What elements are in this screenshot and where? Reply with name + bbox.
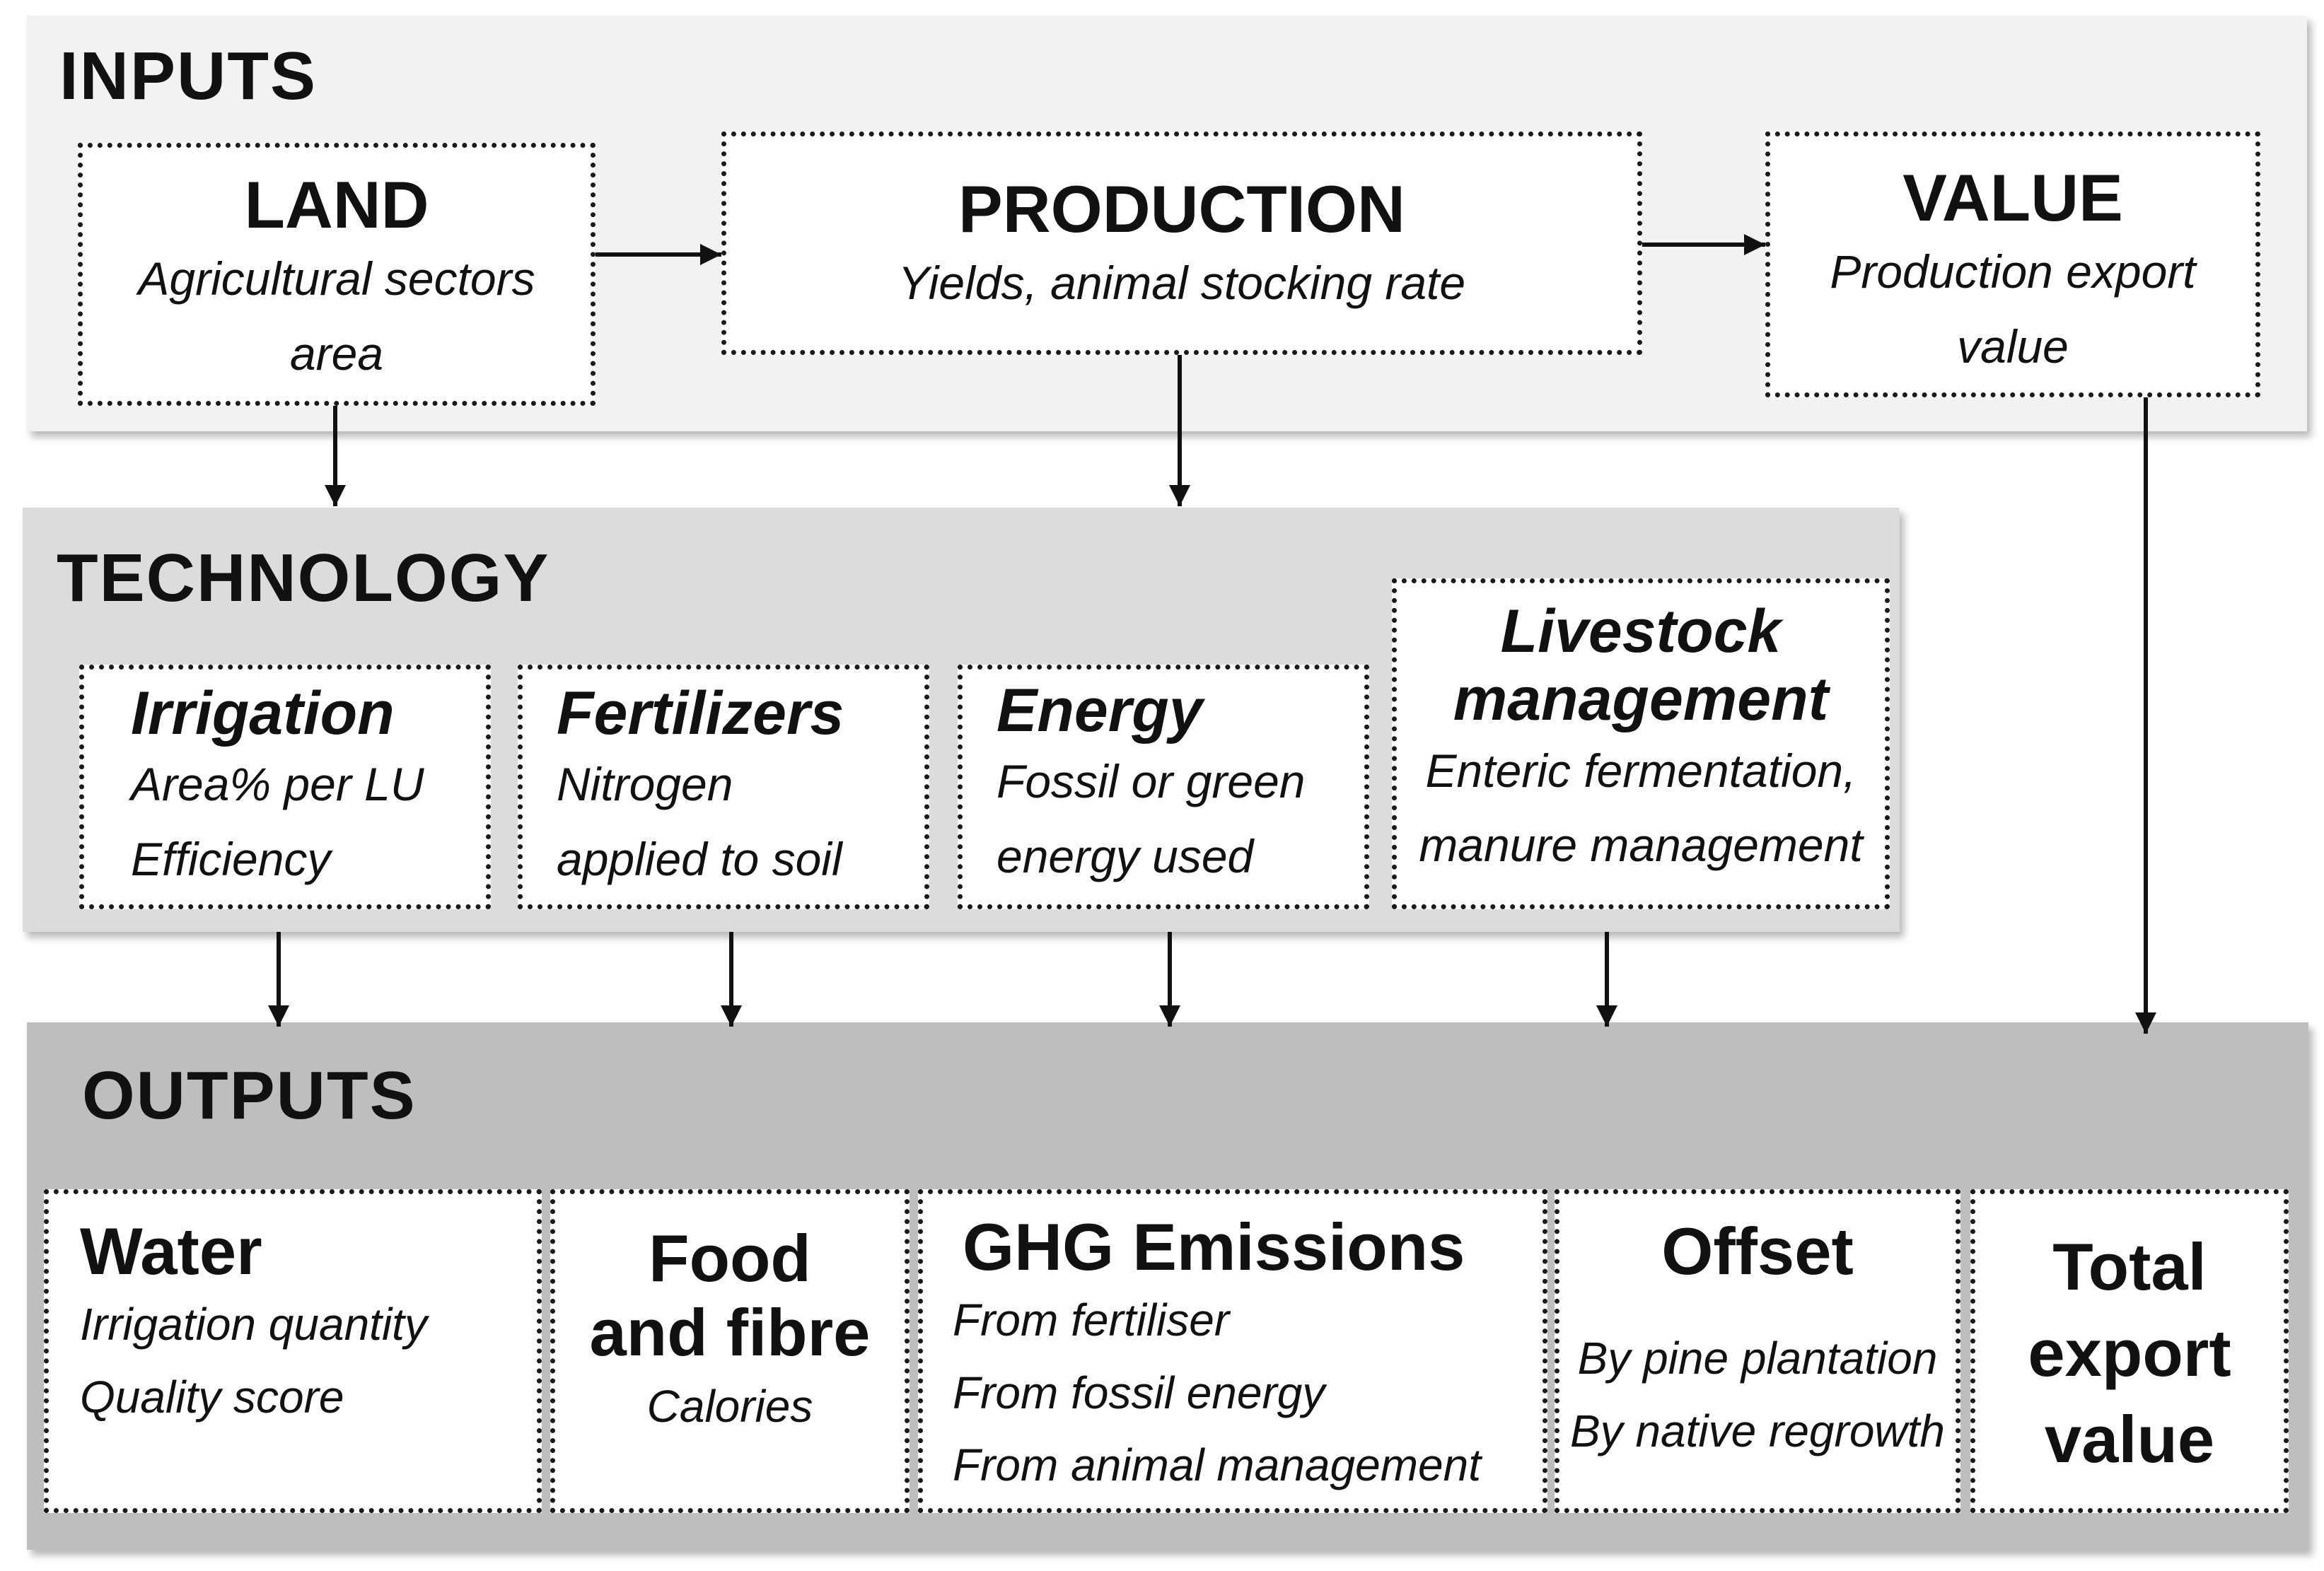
- fertilizers-box: Fertilizers Nitrogen applied to soil: [518, 665, 929, 909]
- offset-desc-line-2: By native regrowth: [1569, 1405, 1946, 1456]
- total-export-value-box: Total export value: [1970, 1189, 2289, 1513]
- value-desc-line-1: Production export: [1830, 245, 2196, 298]
- land-desc-line-2: area: [289, 327, 384, 380]
- offset-title: Offset: [1661, 1214, 1854, 1288]
- energy-desc-line-2: energy used: [997, 829, 1254, 882]
- irrigation-desc-line-1: Area% per LU: [131, 758, 424, 811]
- technology-section-title: TECHNOLOGY: [57, 540, 550, 616]
- livestock-title-line-2: management: [1453, 665, 1829, 734]
- outputs-section-title: OUTPUTS: [82, 1058, 417, 1133]
- value-desc-line-2: value: [1957, 320, 2069, 373]
- production-desc: Yields, animal stocking rate: [897, 257, 1466, 310]
- offset-box: Offset By pine plantation By native regr…: [1555, 1189, 1960, 1513]
- ghg-desc-line-3: From animal management: [953, 1439, 1481, 1491]
- water-desc-line-1: Irrigation quantity: [80, 1299, 427, 1350]
- water-box: Water Irrigation quantity Quality score: [44, 1189, 542, 1513]
- total-title-line-1: Total: [2052, 1230, 2207, 1304]
- ghg-emissions-box: GHG Emissions From fertiliser From fossi…: [918, 1189, 1547, 1513]
- inputs-section-title: INPUTS: [59, 38, 318, 114]
- energy-box: Energy Fossil or green energy used: [958, 665, 1369, 909]
- ghg-desc-line-1: From fertiliser: [953, 1295, 1230, 1346]
- energy-title: Energy: [997, 677, 1203, 744]
- land-desc-line-1: Agricultural sectors: [138, 252, 535, 305]
- irrigation-title: Irrigation: [131, 679, 395, 747]
- total-title-line-3: value: [2044, 1402, 2215, 1477]
- water-title: Water: [80, 1214, 262, 1288]
- livestock-management-box: Livestock management Enteric fermentatio…: [1392, 578, 1890, 909]
- food-title-line-1: Food: [649, 1221, 811, 1295]
- food-and-fibre-box: Food and fibre Calories: [550, 1189, 910, 1513]
- production-box: PRODUCTION Yields, animal stocking rate: [721, 132, 1642, 355]
- offset-desc-line-1: By pine plantation: [1577, 1333, 1938, 1384]
- water-desc-line-2: Quality score: [80, 1371, 344, 1423]
- irrigation-box: Irrigation Area% per LU Efficiency: [79, 665, 491, 909]
- irrigation-desc-line-2: Efficiency: [131, 832, 331, 885]
- value-title: VALUE: [1902, 160, 2123, 235]
- land-title: LAND: [244, 168, 429, 242]
- value-box: VALUE Production export value: [1765, 132, 2260, 397]
- livestock-title-line-1: Livestock: [1500, 597, 1782, 665]
- fertilizers-desc-line-1: Nitrogen: [557, 758, 733, 811]
- fertilizers-title: Fertilizers: [557, 679, 844, 747]
- outputs-panel: OUTPUTS Water Irrigation quantity Qualit…: [27, 1022, 2308, 1550]
- production-title: PRODUCTION: [958, 172, 1405, 246]
- livestock-desc-line-2: manure management: [1419, 819, 1863, 872]
- technology-panel: TECHNOLOGY Irrigation Area% per LU Effic…: [23, 508, 1900, 932]
- ghg-desc-line-2: From fossil energy: [953, 1367, 1325, 1418]
- land-box: LAND Agricultural sectors area: [78, 143, 595, 406]
- food-desc: Calories: [646, 1380, 813, 1432]
- fertilizers-desc-line-2: applied to soil: [557, 832, 842, 885]
- total-title-line-2: export: [2028, 1316, 2231, 1391]
- inputs-panel: INPUTS LAND Agricultural sectors area PR…: [27, 16, 2307, 431]
- energy-desc-line-1: Fossil or green: [997, 755, 1306, 808]
- livestock-desc-line-1: Enteric fermentation,: [1425, 744, 1857, 797]
- food-title-line-2: and fibre: [589, 1295, 871, 1370]
- ghg-title: GHG Emissions: [963, 1210, 1465, 1284]
